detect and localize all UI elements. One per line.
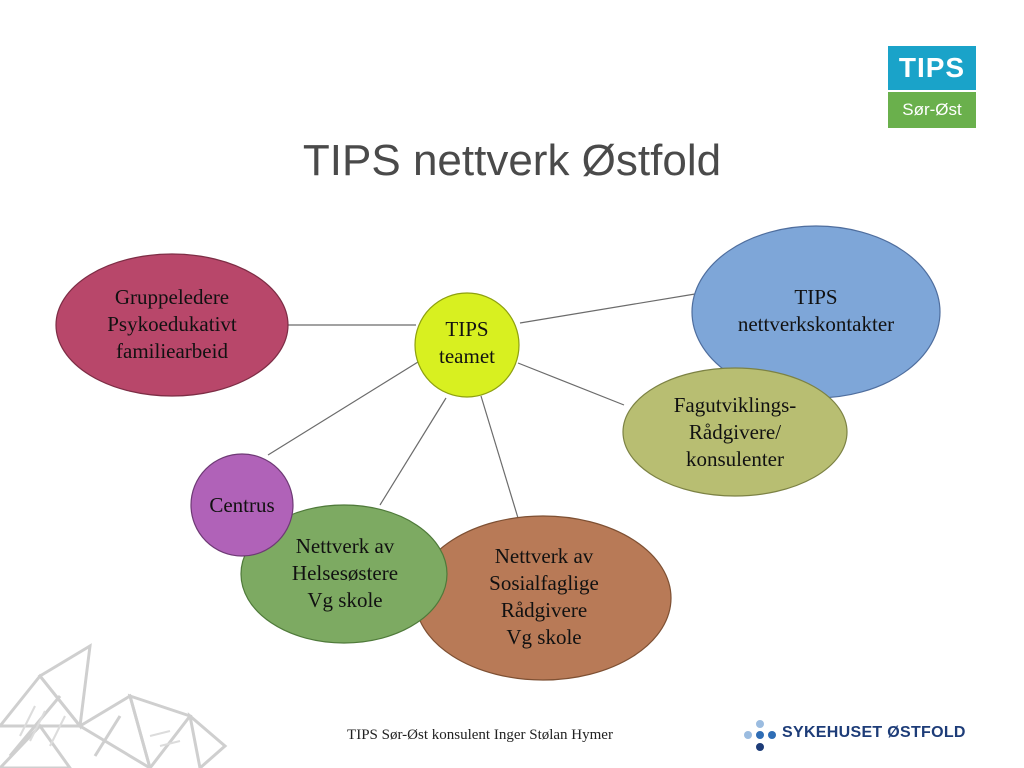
connector-sosialfaglige <box>480 395 519 519</box>
node-fagutviklings <box>622 367 848 497</box>
centrus-label: Centrus <box>209 493 275 517</box>
center-label: TIPS teamet <box>439 317 495 368</box>
footer-text: TIPS Sør-Øst konsulent Inger Stølan Hyme… <box>347 727 613 743</box>
fagutviklings-label: Fagutviklings- Rådgivere/ konsulenter <box>673 393 797 471</box>
tips-nettverkskontakter-label: TIPS nettverkskontakter <box>737 285 895 336</box>
decorative-pattern <box>0 643 228 768</box>
gruppeledere-label: Gruppeledere Psykoedukativt familiearbei… <box>107 285 237 363</box>
node-gruppeledere <box>55 253 289 397</box>
helsesostere-label: Nettverk av Helsesøstere Vg skole <box>291 534 399 612</box>
hospital-dots-icon <box>744 720 776 751</box>
node-center <box>414 292 520 398</box>
tips-logo-top: TIPS <box>888 46 976 90</box>
hospital-logo: SYKEHUSET ØSTFOLD <box>740 718 980 754</box>
sosialfaglige-label: Nettverk av Sosialfaglige Rådgivere Vg s… <box>489 544 599 649</box>
connector-helsesostere <box>379 397 447 506</box>
node-helsesostere <box>240 504 448 644</box>
connector-fagutviklings <box>517 362 625 406</box>
node-centrus <box>190 453 294 557</box>
hospital-name: SYKEHUSET ØSTFOLD <box>782 724 966 741</box>
tips-logo-bottom: Sør-Øst <box>888 92 976 128</box>
slide-title: TIPS nettverk Østfold <box>302 136 722 185</box>
tips-logo: TIPS Sør-Øst <box>888 46 976 128</box>
connector-tips-nettverkskontakter <box>519 293 696 324</box>
connector-centrus <box>267 361 419 456</box>
